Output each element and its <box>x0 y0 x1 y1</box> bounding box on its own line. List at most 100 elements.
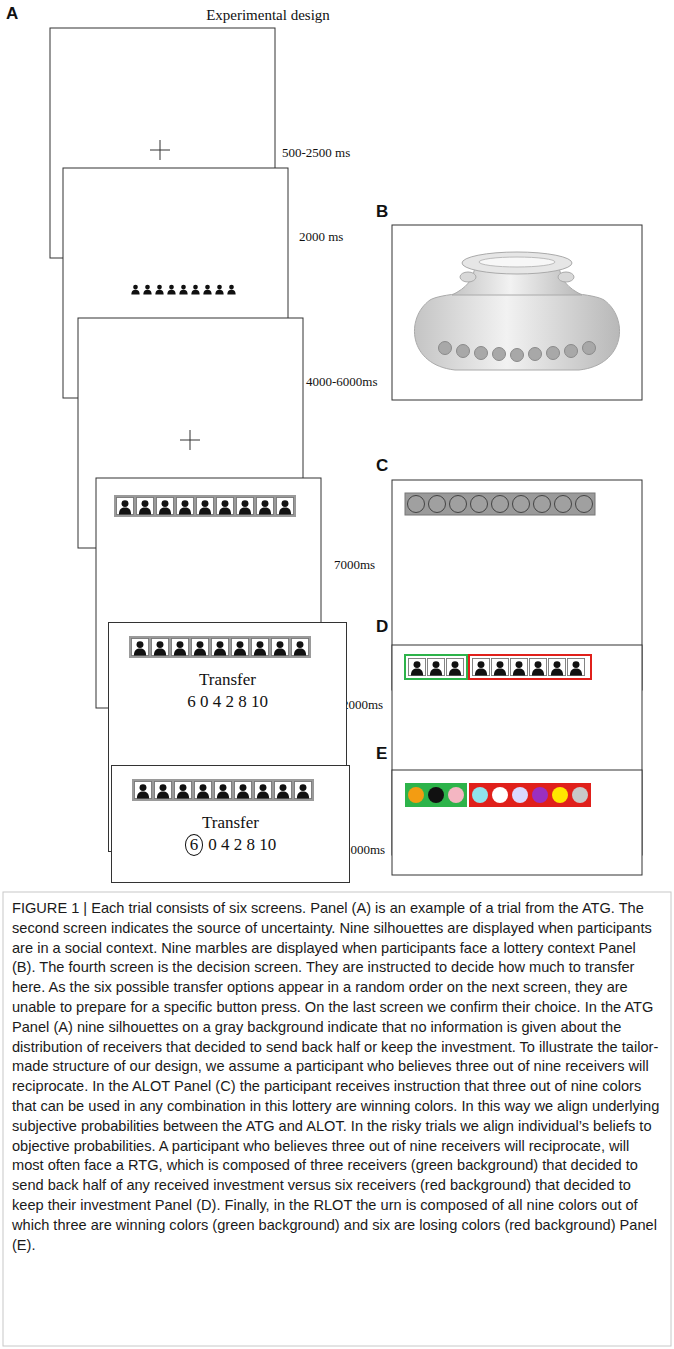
small-silhouettes <box>167 285 175 295</box>
screen-heading: Transfer <box>202 813 259 832</box>
small-silhouettes <box>215 285 223 295</box>
urn-panel <box>460 272 476 282</box>
silhouette-cell <box>234 781 251 798</box>
silhouette-cell <box>154 781 171 798</box>
transfer-options: 0 4 2 8 10 <box>208 835 276 854</box>
duration-label: 2000ms <box>342 697 383 712</box>
risky-lottery-panel <box>392 770 642 875</box>
lottery-panel <box>471 496 488 513</box>
lottery-panel <box>534 496 551 513</box>
risky-trust-panel <box>446 658 463 675</box>
risky-lottery-panel <box>448 787 464 803</box>
silhouette-bar <box>216 497 233 514</box>
silhouette-cell <box>271 638 288 655</box>
urn-panel <box>392 225 642 400</box>
silhouette-bar <box>114 495 296 517</box>
marbles <box>547 347 560 360</box>
risky-lottery-panel <box>552 787 568 803</box>
risky-trust-panel <box>491 658 508 675</box>
lottery-panel <box>513 496 530 513</box>
silhouette-cell <box>151 638 168 655</box>
marbles <box>439 342 452 355</box>
risky-lottery-panel <box>492 787 508 803</box>
small-silhouettes <box>155 285 163 295</box>
figure-title: Experimental design <box>168 6 368 24</box>
small-silhouettes <box>191 285 199 295</box>
silhouette-bar <box>256 497 273 514</box>
duration-label: 500-2500 ms <box>282 145 350 160</box>
risky-trust-panel <box>408 658 425 675</box>
silhouette-cell <box>134 781 151 798</box>
duration-label: 2000 ms <box>299 229 343 244</box>
risky-lottery-panel <box>392 770 642 875</box>
silhouette-bar <box>136 497 153 514</box>
urn-panel <box>462 252 572 274</box>
silhouette-cell <box>294 781 311 798</box>
risky-lottery-panel <box>512 787 528 803</box>
marbles <box>493 348 506 361</box>
trial-screen: Transfer 60 4 2 8 10 <box>111 765 350 883</box>
risky-trust-panel <box>567 658 584 675</box>
trial-screens <box>160 140 161 160</box>
lottery-panel <box>408 496 593 513</box>
screen-heading: Transfer <box>199 670 256 689</box>
silhouette-bar <box>236 497 253 514</box>
silhouette-bar <box>132 779 314 801</box>
lottery-panel <box>555 496 572 513</box>
silhouette-cell <box>274 781 291 798</box>
silhouette-bar <box>114 495 296 517</box>
silhouette-cell <box>211 638 228 655</box>
panel-letter: B <box>376 202 388 222</box>
marbles <box>511 349 524 362</box>
silhouette-bar <box>196 497 213 514</box>
silhouette-bar <box>116 497 133 514</box>
small-silhouettes <box>203 285 211 295</box>
lottery-panel <box>408 496 425 513</box>
marbles <box>583 342 596 355</box>
marbles <box>475 347 488 360</box>
marbles <box>439 342 596 362</box>
small-silhouettes <box>143 285 151 295</box>
lottery-panel <box>450 496 467 513</box>
silhouette-cell <box>214 781 231 798</box>
screen-text-line: Transfer <box>112 812 349 834</box>
risky-trust-panel <box>548 658 565 675</box>
silhouette-cell <box>194 781 211 798</box>
caption-frame <box>3 892 671 1346</box>
figure-caption: FIGURE 1 | Each trial consists of six sc… <box>12 899 660 1255</box>
risky-lottery-panel <box>405 783 467 807</box>
trial-screens <box>190 430 191 450</box>
silhouette-bar <box>276 497 293 514</box>
silhouette-cell <box>251 638 268 655</box>
panel-letter: A <box>6 4 18 24</box>
screen-text-line: 6 0 4 2 8 10 <box>109 691 346 713</box>
urn-panel <box>414 291 619 370</box>
silhouette-bar <box>129 636 311 658</box>
marbles <box>457 345 470 358</box>
silhouette-cell <box>191 638 208 655</box>
risky-trust-panel <box>529 658 546 675</box>
risky-lottery-panel <box>469 783 591 807</box>
lottery-panel <box>429 496 446 513</box>
silhouette-cell <box>291 638 308 655</box>
lottery-panel <box>576 496 593 513</box>
risky-trust-panel <box>427 658 444 675</box>
risky-trust-panel <box>405 655 467 679</box>
risky-trust-panel <box>469 655 591 679</box>
urn-panel <box>479 257 555 267</box>
risky-lottery-panel <box>532 787 548 803</box>
silhouette-cell <box>231 638 248 655</box>
trial-screens <box>50 28 321 708</box>
duration-label: 1000ms <box>344 842 385 857</box>
small-silhouettes <box>179 285 187 295</box>
risky-lottery-panel <box>428 787 444 803</box>
duration-label: 7000ms <box>334 557 375 572</box>
small-silhouettes <box>131 285 139 295</box>
lottery-panel <box>492 496 509 513</box>
chosen-option: 6 <box>185 834 204 856</box>
urn-panel <box>558 272 574 282</box>
small-silhouettes <box>131 285 235 295</box>
silhouette-cell <box>254 781 271 798</box>
risky-trust-panel <box>510 658 527 675</box>
